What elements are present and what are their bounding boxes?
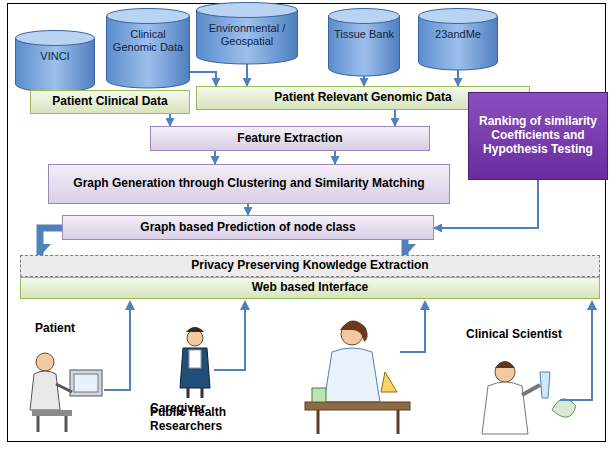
node-text: Graph Generation through Clustering and …	[67, 177, 430, 191]
node-text: Privacy Preserving Knowledge Extraction	[185, 259, 434, 273]
node-text: Patient Clinical Data	[46, 95, 173, 109]
flow-arrow	[334, 151, 336, 164]
patient-figure	[30, 353, 102, 432]
figure-label: Public Health Researchers	[150, 406, 250, 434]
researcher-figure	[305, 320, 410, 434]
privacy-band: Privacy Preserving Knowledge Extraction	[20, 255, 600, 277]
flow-arrow	[363, 76, 365, 86]
data-source-cylinder: VINCI	[15, 30, 95, 92]
interface-band: Web based Interface	[20, 277, 600, 299]
process-box: Graph based Prediction of node class	[62, 215, 434, 240]
flow-arrow	[247, 204, 249, 215]
node-text: Web based Interface	[246, 281, 374, 295]
node-text: 23andMe	[431, 28, 485, 41]
flow-arrow	[246, 64, 248, 86]
process-box: Graph Generation through Clustering and …	[48, 164, 450, 204]
node-text: Graph based Prediction of node class	[134, 221, 361, 235]
node-text: Ranking of similarity Coefficients and H…	[469, 115, 607, 156]
data-box: Patient Clinical Data	[30, 90, 190, 114]
data-source-cylinder: Tissue Bank	[328, 8, 400, 76]
process-box: Feature Extraction	[150, 126, 430, 151]
user-arrows	[104, 302, 592, 400]
node-text: VINCI	[36, 50, 73, 63]
scientist-figure	[482, 361, 576, 434]
figure-label: Clinical Scientist	[466, 328, 596, 342]
node-text: Tissue Bank	[330, 28, 398, 41]
flow-arrow	[214, 151, 216, 164]
flow-arrow	[394, 110, 396, 126]
process-box: Ranking of similarity Coefficients and H…	[468, 92, 608, 180]
flow-arrow	[190, 72, 216, 86]
frame	[8, 4, 606, 442]
cylinder-outline	[328, 8, 400, 76]
block-arrow	[40, 228, 62, 255]
block-arrow	[402, 240, 409, 255]
node-text: Patient Relevant Genomic Data	[268, 91, 457, 105]
node-text: Feature Extraction	[231, 132, 348, 146]
data-source-cylinder: Clinical Genomic Data	[106, 8, 190, 88]
flow-arrow	[457, 70, 459, 86]
node-text: Environmental / Geospatial	[196, 22, 298, 47]
data-source-cylinder: 23andMe	[418, 8, 498, 70]
figure-label: Patient	[35, 322, 105, 336]
caregiver-figure	[180, 327, 210, 398]
node-text: Clinical Genomic Data	[106, 28, 190, 53]
flow-arrow	[169, 114, 171, 126]
data-source-cylinder: Environmental / Geospatial	[196, 2, 298, 64]
